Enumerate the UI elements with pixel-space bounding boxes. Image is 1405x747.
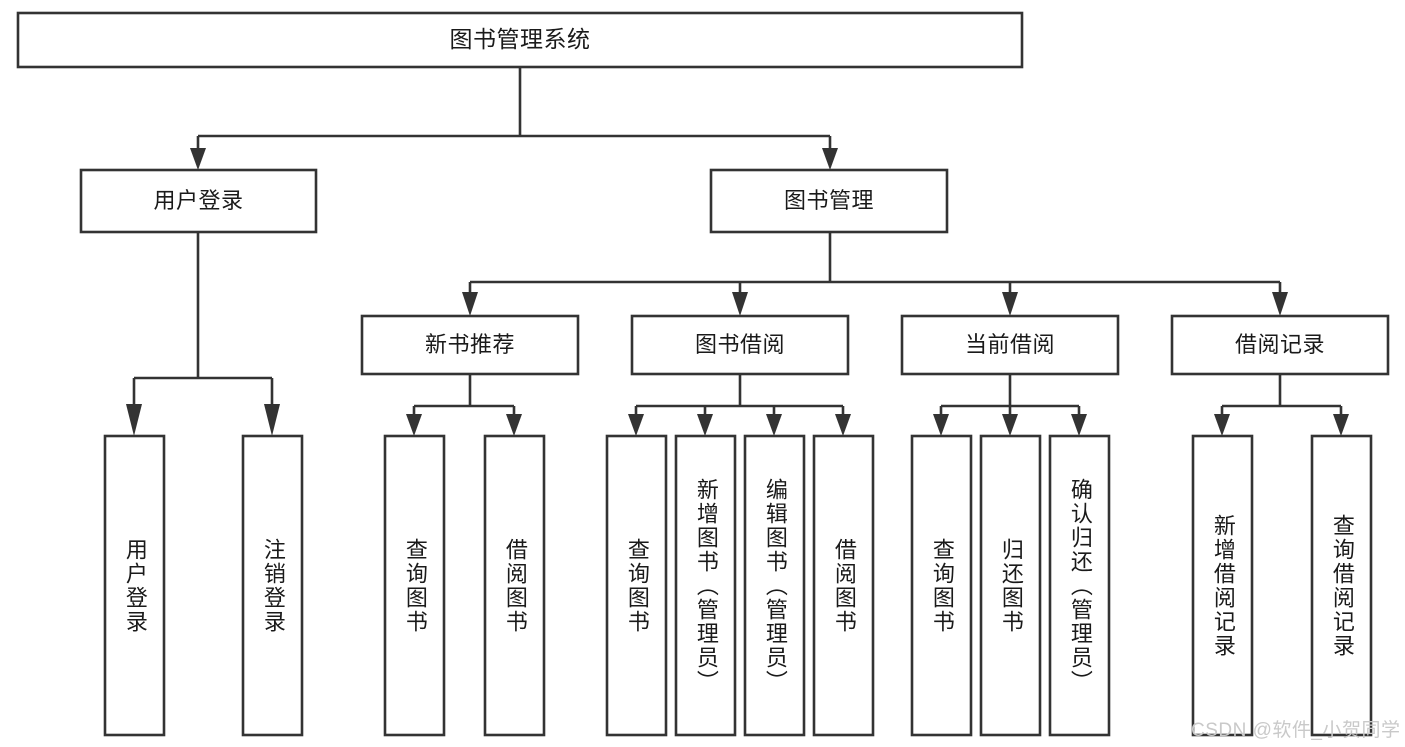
connector-newbook-to-leaves	[406, 374, 522, 436]
connector-root-to-level2	[190, 67, 838, 170]
leaf-box-borrow-record-1[interactable]	[1310, 434, 1373, 737]
leaf-box-current-borrow-0[interactable]	[910, 434, 973, 737]
leaf-box-book-borrow-1[interactable]	[674, 434, 737, 737]
leaf-box-new-book-0[interactable]	[383, 434, 446, 737]
connector-bookborrow-to-leaves	[628, 374, 851, 436]
leaf-box-new-book-1[interactable]	[483, 434, 546, 737]
leaf-box-book-borrow-2[interactable]	[743, 434, 806, 737]
leaf-box-book-borrow-0[interactable]	[605, 434, 668, 737]
csdn-watermark: CSDN @软件_小贺同学	[1191, 720, 1401, 741]
node-box-root[interactable]	[16, 11, 1024, 69]
connector-userlogin-to-leaves	[126, 232, 280, 436]
connector-bookmgmt-to-level3	[462, 232, 1288, 316]
node-box-current-borrow[interactable]	[900, 314, 1120, 376]
connector-currentborrow-to-leaves	[933, 374, 1087, 436]
leaf-box-user-login-1[interactable]	[241, 434, 304, 737]
node-box-user-login[interactable]	[79, 168, 318, 234]
leaf-box-user-login-0[interactable]	[103, 434, 166, 737]
leaf-box-current-borrow-1[interactable]	[979, 434, 1042, 737]
leaf-box-book-borrow-3[interactable]	[812, 434, 875, 737]
leaf-box-borrow-record-0[interactable]	[1191, 434, 1254, 737]
leaf-box-current-borrow-2[interactable]	[1048, 434, 1111, 737]
connector-borrowrecord-to-leaves	[1214, 374, 1349, 436]
node-box-borrow-record[interactable]	[1170, 314, 1390, 376]
node-box-new-book-recommend[interactable]	[360, 314, 580, 376]
node-box-book-borrow[interactable]	[630, 314, 850, 376]
node-box-book-management[interactable]	[709, 168, 949, 234]
